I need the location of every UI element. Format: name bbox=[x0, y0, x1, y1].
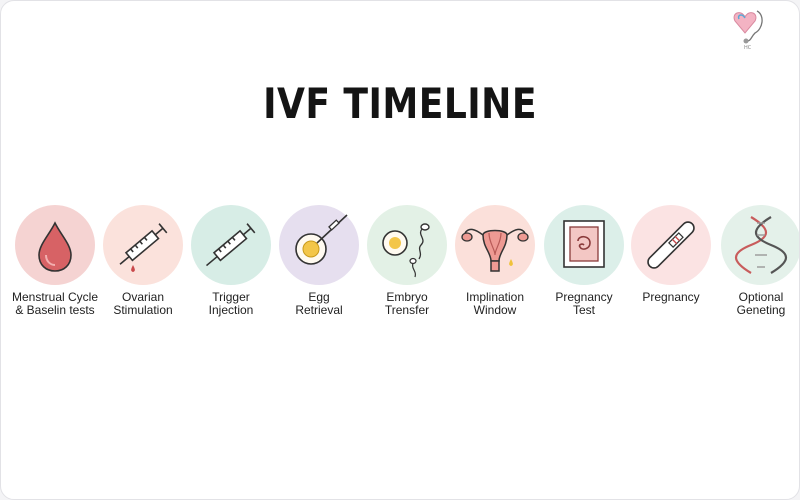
timeline-step-implantation-window: Implination Window bbox=[447, 205, 543, 325]
step-circle bbox=[721, 205, 799, 285]
pregnancy-test-icon bbox=[647, 221, 695, 269]
svg-text:HC: HC bbox=[744, 45, 752, 51]
uterus-icon bbox=[461, 228, 529, 272]
step-label: Pregnancy bbox=[642, 290, 700, 304]
timeline-step-trigger-injection: Trigger Injection bbox=[183, 205, 279, 325]
step-circle bbox=[631, 205, 711, 285]
timeline-step-egg-retrieval: Egg Retrieval bbox=[271, 205, 367, 325]
heart-stethoscope-logo: HC bbox=[721, 3, 771, 53]
ultrasound-icon bbox=[563, 220, 605, 268]
step-circle bbox=[367, 205, 447, 285]
step-label: Embryo Trensfer bbox=[384, 290, 430, 317]
step-label: Trigger Injection bbox=[208, 290, 254, 317]
step-label: Implination Window bbox=[465, 290, 525, 317]
step-circle bbox=[544, 205, 624, 285]
syringe-icon bbox=[205, 223, 256, 267]
dna-icon bbox=[734, 216, 788, 274]
step-label: Ovarian Stimulation bbox=[113, 290, 173, 317]
embryo-sperm-icon bbox=[382, 223, 430, 278]
timeline-step-optional-genetic: Optional Geneting bbox=[713, 205, 799, 325]
egg-retrieval-icon bbox=[295, 214, 348, 265]
page-title: IVF TIMELINE bbox=[263, 79, 537, 128]
timeline-step-pregnancy: Pregnancy bbox=[623, 205, 719, 325]
syringe-icon bbox=[119, 223, 168, 272]
timeline-step-pregnancy-test: Pregnancy Test bbox=[536, 205, 632, 325]
timeline-step-menstrual-cycle: Menstrual Cycle & Baselin tests bbox=[7, 205, 103, 325]
timeline-step-embryo-transfer: Embryo Trensfer bbox=[359, 205, 455, 325]
blood-drop-icon bbox=[38, 221, 72, 272]
step-label: Menstrual Cycle & Baselin tests bbox=[11, 290, 99, 317]
timeline-step-ovarian-stimulation: Ovarian Stimulation bbox=[95, 205, 191, 325]
step-circle bbox=[15, 205, 95, 285]
step-circle bbox=[191, 205, 271, 285]
step-label: Pregnancy Test bbox=[555, 290, 613, 317]
step-label: Optional Geneting bbox=[736, 290, 786, 317]
step-circle bbox=[455, 205, 535, 285]
step-label: Egg Retrieval bbox=[295, 290, 343, 317]
step-circle bbox=[103, 205, 183, 285]
step-circle bbox=[279, 205, 359, 285]
